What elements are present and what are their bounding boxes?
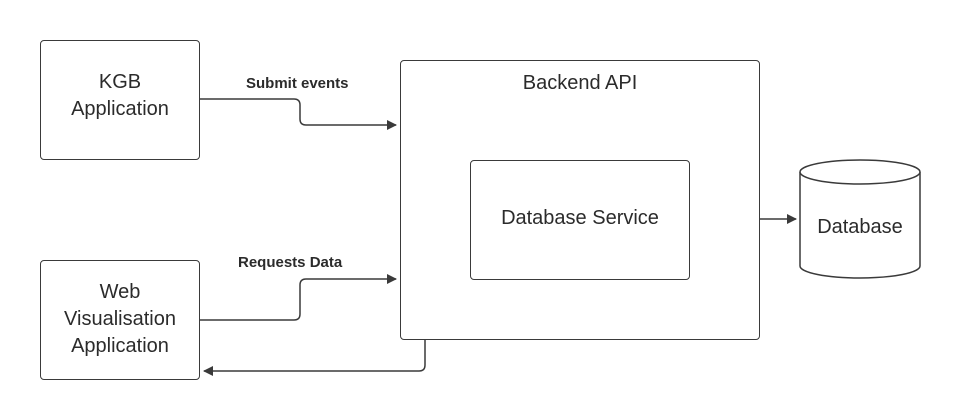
requests-data-label: Requests Data <box>238 254 343 271</box>
backend-api-label: Backend API <box>522 72 638 94</box>
kgb-application-node[interactable]: KGB Application <box>40 40 200 160</box>
database-service-node[interactable]: Database Service <box>470 160 690 280</box>
database-cylinder-shape <box>799 159 921 279</box>
submit-events-label: Submit events <box>246 75 349 92</box>
submit-events-connector <box>200 98 397 130</box>
database-label: Database <box>817 216 903 238</box>
database-service-label: Database Service <box>501 207 659 229</box>
response-connector <box>203 340 426 376</box>
web-visualisation-application-node[interactable]: Web Visualisation Application <box>40 260 200 380</box>
web-visualisation-application-label: Web Visualisation Application <box>64 281 176 357</box>
kgb-application-label: KGB Application <box>71 71 169 120</box>
requests-data-connector <box>200 274 397 321</box>
